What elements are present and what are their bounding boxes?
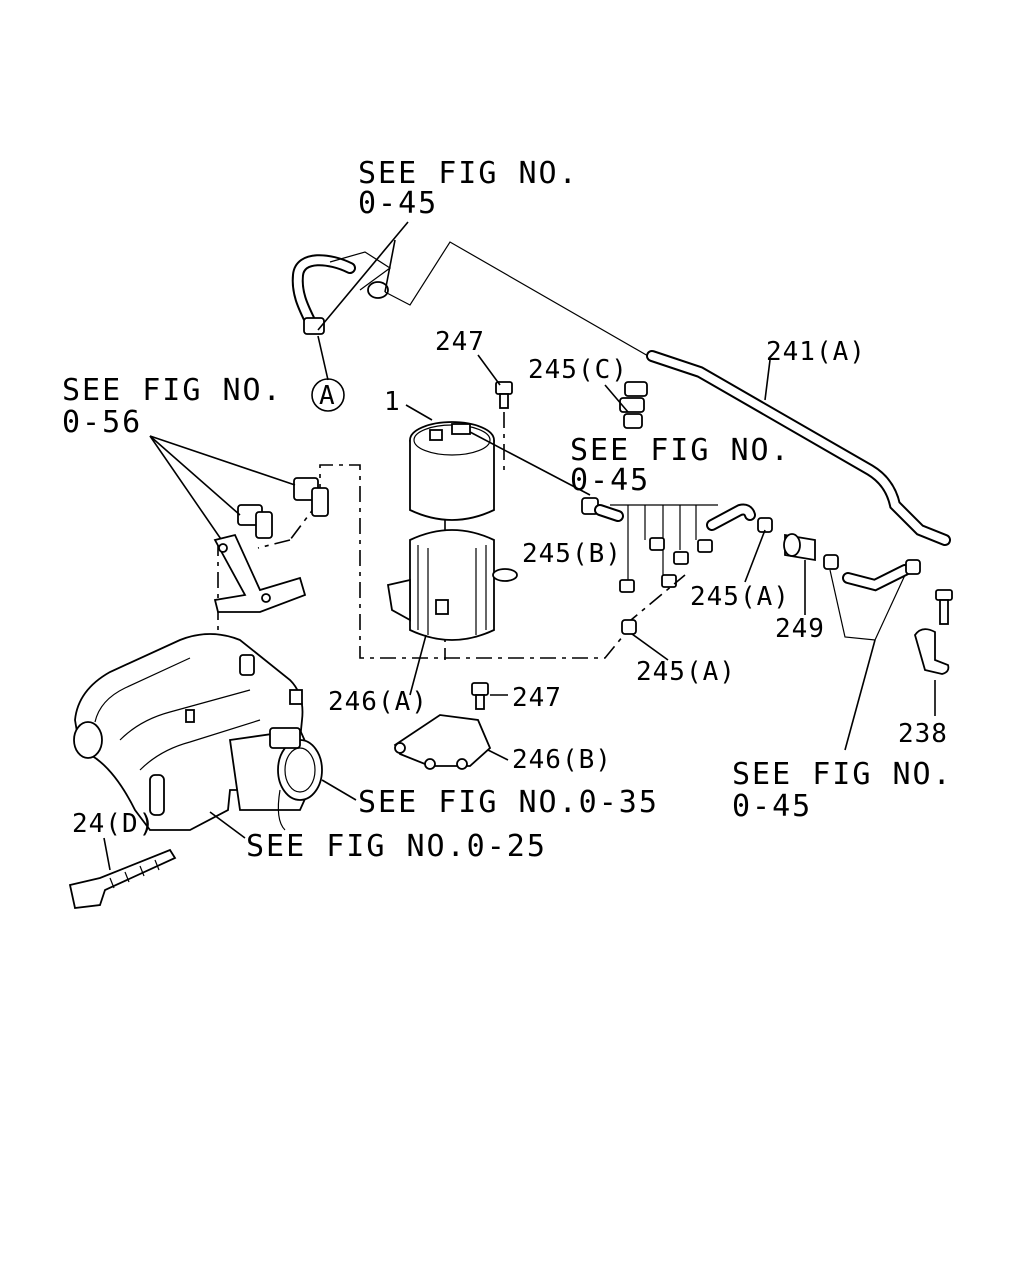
part-245b-label: 245(B) bbox=[522, 539, 622, 569]
labels: SEE FIG NO. 0-45 A SEE FIG NO. 0-56 247 … bbox=[62, 156, 953, 864]
part-249-label: 249 bbox=[775, 614, 825, 644]
see-fig-045-top-line2: 0-45 bbox=[358, 186, 438, 221]
top-hose-assembly bbox=[291, 221, 409, 381]
part-245c-label: 245(C) bbox=[528, 355, 628, 385]
see-fig-035-label: SEE FIG NO.0-35 bbox=[358, 785, 659, 820]
part-238-label: 238 bbox=[898, 719, 948, 749]
see-fig-045-bottom-line2: 0-45 bbox=[732, 789, 812, 824]
see-fig-045-bottom-line1: SEE FIG NO. bbox=[732, 757, 953, 792]
part-24d-label: 24(D) bbox=[72, 809, 155, 839]
see-fig-056-line1: SEE FIG NO. bbox=[62, 373, 283, 408]
see-fig-045-mid-line2: 0-45 bbox=[570, 463, 650, 498]
circle-a-marker bbox=[311, 378, 345, 412]
middle-hoses bbox=[581, 497, 921, 751]
part-246a-label: 246(A) bbox=[328, 687, 428, 717]
circle-a-label: A bbox=[319, 381, 336, 411]
part-247-bottom-label: 247 bbox=[512, 683, 562, 713]
part-246b-label: 246(B) bbox=[512, 745, 612, 775]
harness-24d bbox=[68, 837, 177, 909]
part-241a-label: 241(A) bbox=[766, 337, 866, 367]
bracket-238 bbox=[914, 589, 953, 716]
clip-245c bbox=[604, 381, 648, 429]
intake-manifold bbox=[73, 633, 357, 839]
vsv-valves bbox=[149, 435, 329, 613]
bolt-247-top bbox=[477, 354, 513, 470]
part-247-top-label: 247 bbox=[435, 327, 485, 357]
part-245a-right-label: 245(A) bbox=[690, 582, 790, 612]
see-fig-056-line2: 0-56 bbox=[62, 405, 142, 440]
see-fig-045-mid-line1: SEE FIG NO. bbox=[570, 433, 791, 468]
pipe-241a bbox=[384, 241, 951, 546]
see-fig-025-label: SEE FIG NO.0-25 bbox=[246, 829, 547, 864]
part-245a-bottom-label: 245(A) bbox=[636, 657, 736, 687]
bracket-246b bbox=[393, 634, 509, 770]
see-fig-045-top-line1: SEE FIG NO. bbox=[358, 156, 579, 191]
canister-part-1 bbox=[386, 404, 591, 660]
part-1-label: 1 bbox=[384, 387, 401, 417]
